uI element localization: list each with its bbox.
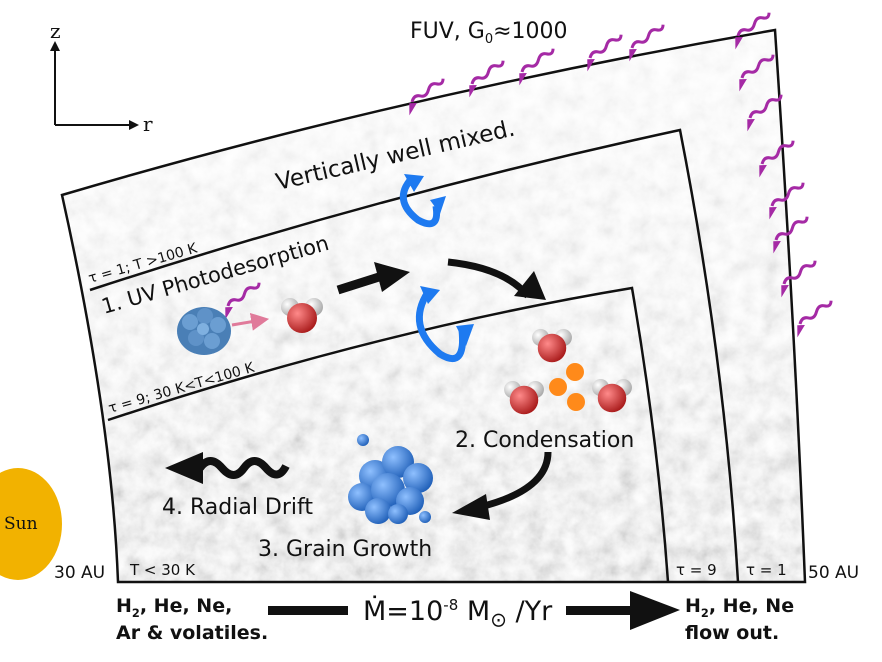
mixing-upper-icon (399, 175, 441, 228)
condensation-cluster (504, 329, 632, 415)
condense-to-growth-arrow (479, 451, 552, 511)
mass-accretion-rate: Ṁ=10-8 M⊙ /Yr (363, 596, 553, 632)
condensation-label: 2. Condensation (455, 428, 634, 453)
outflow-composition: H2, He, Ne flow out. (685, 595, 795, 644)
disk-texture (62, 30, 805, 582)
r-axis-label: r (143, 112, 153, 136)
sun-label: Sun (4, 514, 38, 534)
flow-bar (268, 591, 680, 630)
process-arrows (165, 258, 552, 520)
cold-midplane-label: T < 30 K (129, 561, 196, 579)
sun: Sun (0, 468, 62, 580)
mixing-arrows (399, 174, 474, 362)
inflow-composition: H2, He, Ne, Ar & volatiles. (116, 595, 269, 644)
fuv-arrow-icon (787, 299, 841, 339)
desorption-arrow (231, 312, 270, 331)
inner-radius-label: 30 AU (54, 563, 105, 583)
ice-grain-cluster (177, 307, 231, 355)
tau1-boundary (89, 128, 740, 583)
fuv-label: FUV, G0≈1000 (410, 19, 568, 47)
outer-radius-label: 50 AU (808, 563, 859, 583)
radial-drift-label: 4. Radial Drift (162, 495, 313, 520)
outer-disk-boundary (60, 28, 807, 584)
axes-indicator: z r (50, 19, 153, 136)
grain-aggregate (348, 434, 433, 524)
mixing-lower-icon (416, 290, 467, 362)
tau1-edge-label: τ = 1 (746, 561, 787, 579)
radial-drift-arrow (196, 457, 290, 479)
z-axis-label: z (50, 19, 61, 43)
desorb-to-mix-arrow (336, 271, 384, 295)
tau9-edge-label: τ = 9 (676, 561, 717, 579)
tau9-boundary (107, 286, 670, 583)
grain-growth-label: 3. Grain Growth (258, 537, 432, 562)
